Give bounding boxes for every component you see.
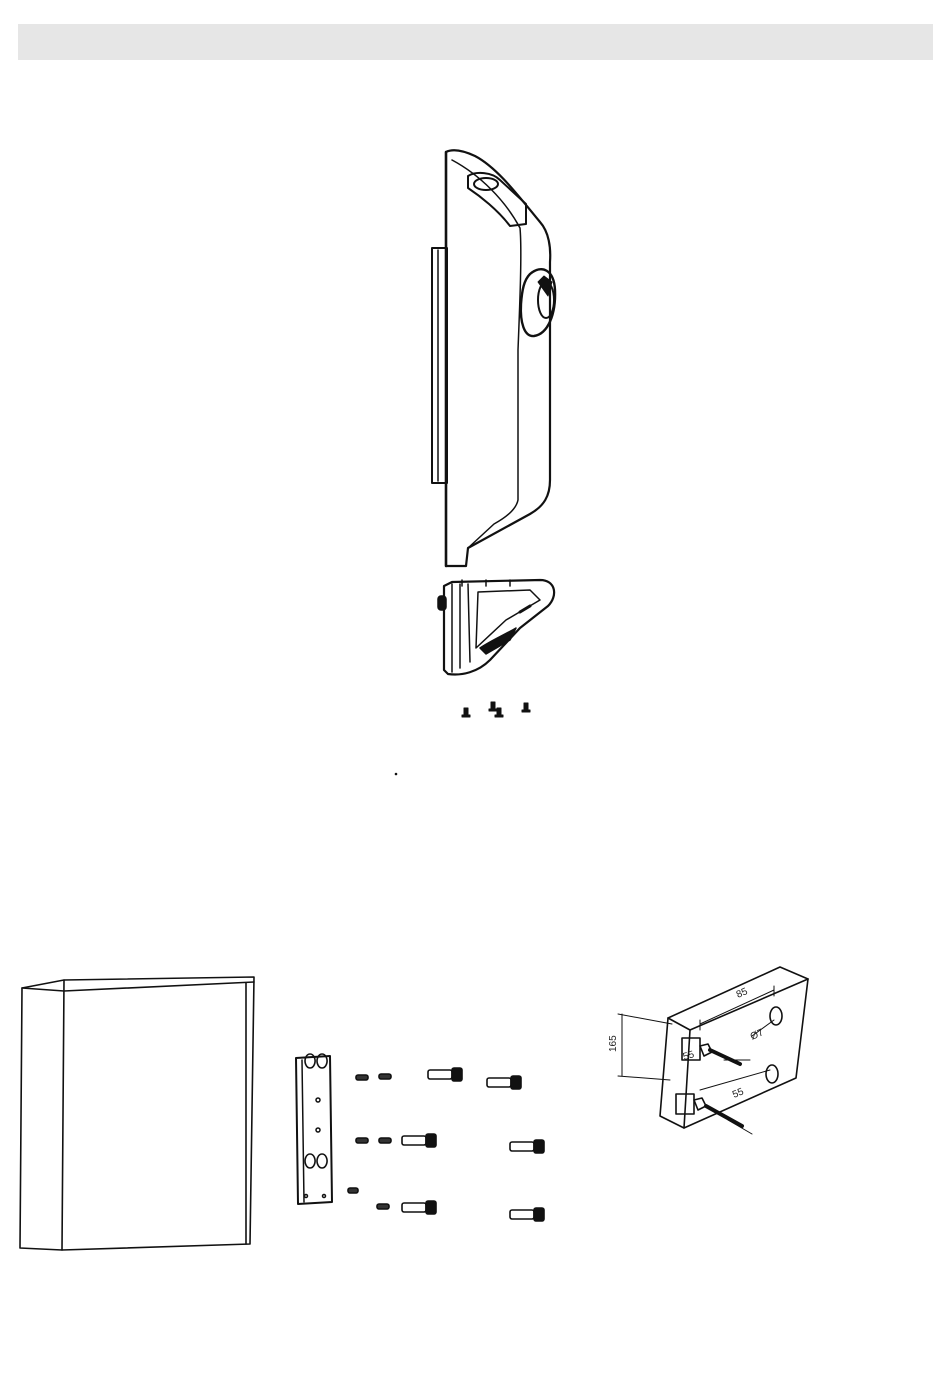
hole-diameter-label: Ø7: [749, 1027, 766, 1043]
mounting-plate-drawing: [296, 1054, 332, 1204]
drilling-template-drawing: [618, 967, 808, 1134]
bolts-and-anchors-drawing: [348, 1068, 544, 1221]
charger-unit-drawing: [432, 150, 555, 566]
top-slot-dimension-label: 55: [682, 1049, 696, 1063]
width-dimension-label: 85: [735, 986, 750, 1001]
height-dimension-label: 165: [608, 1035, 619, 1052]
mounting-base-drawing: [438, 580, 554, 674]
cover-screws-drawing: [395, 702, 530, 775]
wall-box-drawing: [20, 977, 254, 1250]
bottom-slot-dimension-label: 55: [731, 1086, 746, 1101]
